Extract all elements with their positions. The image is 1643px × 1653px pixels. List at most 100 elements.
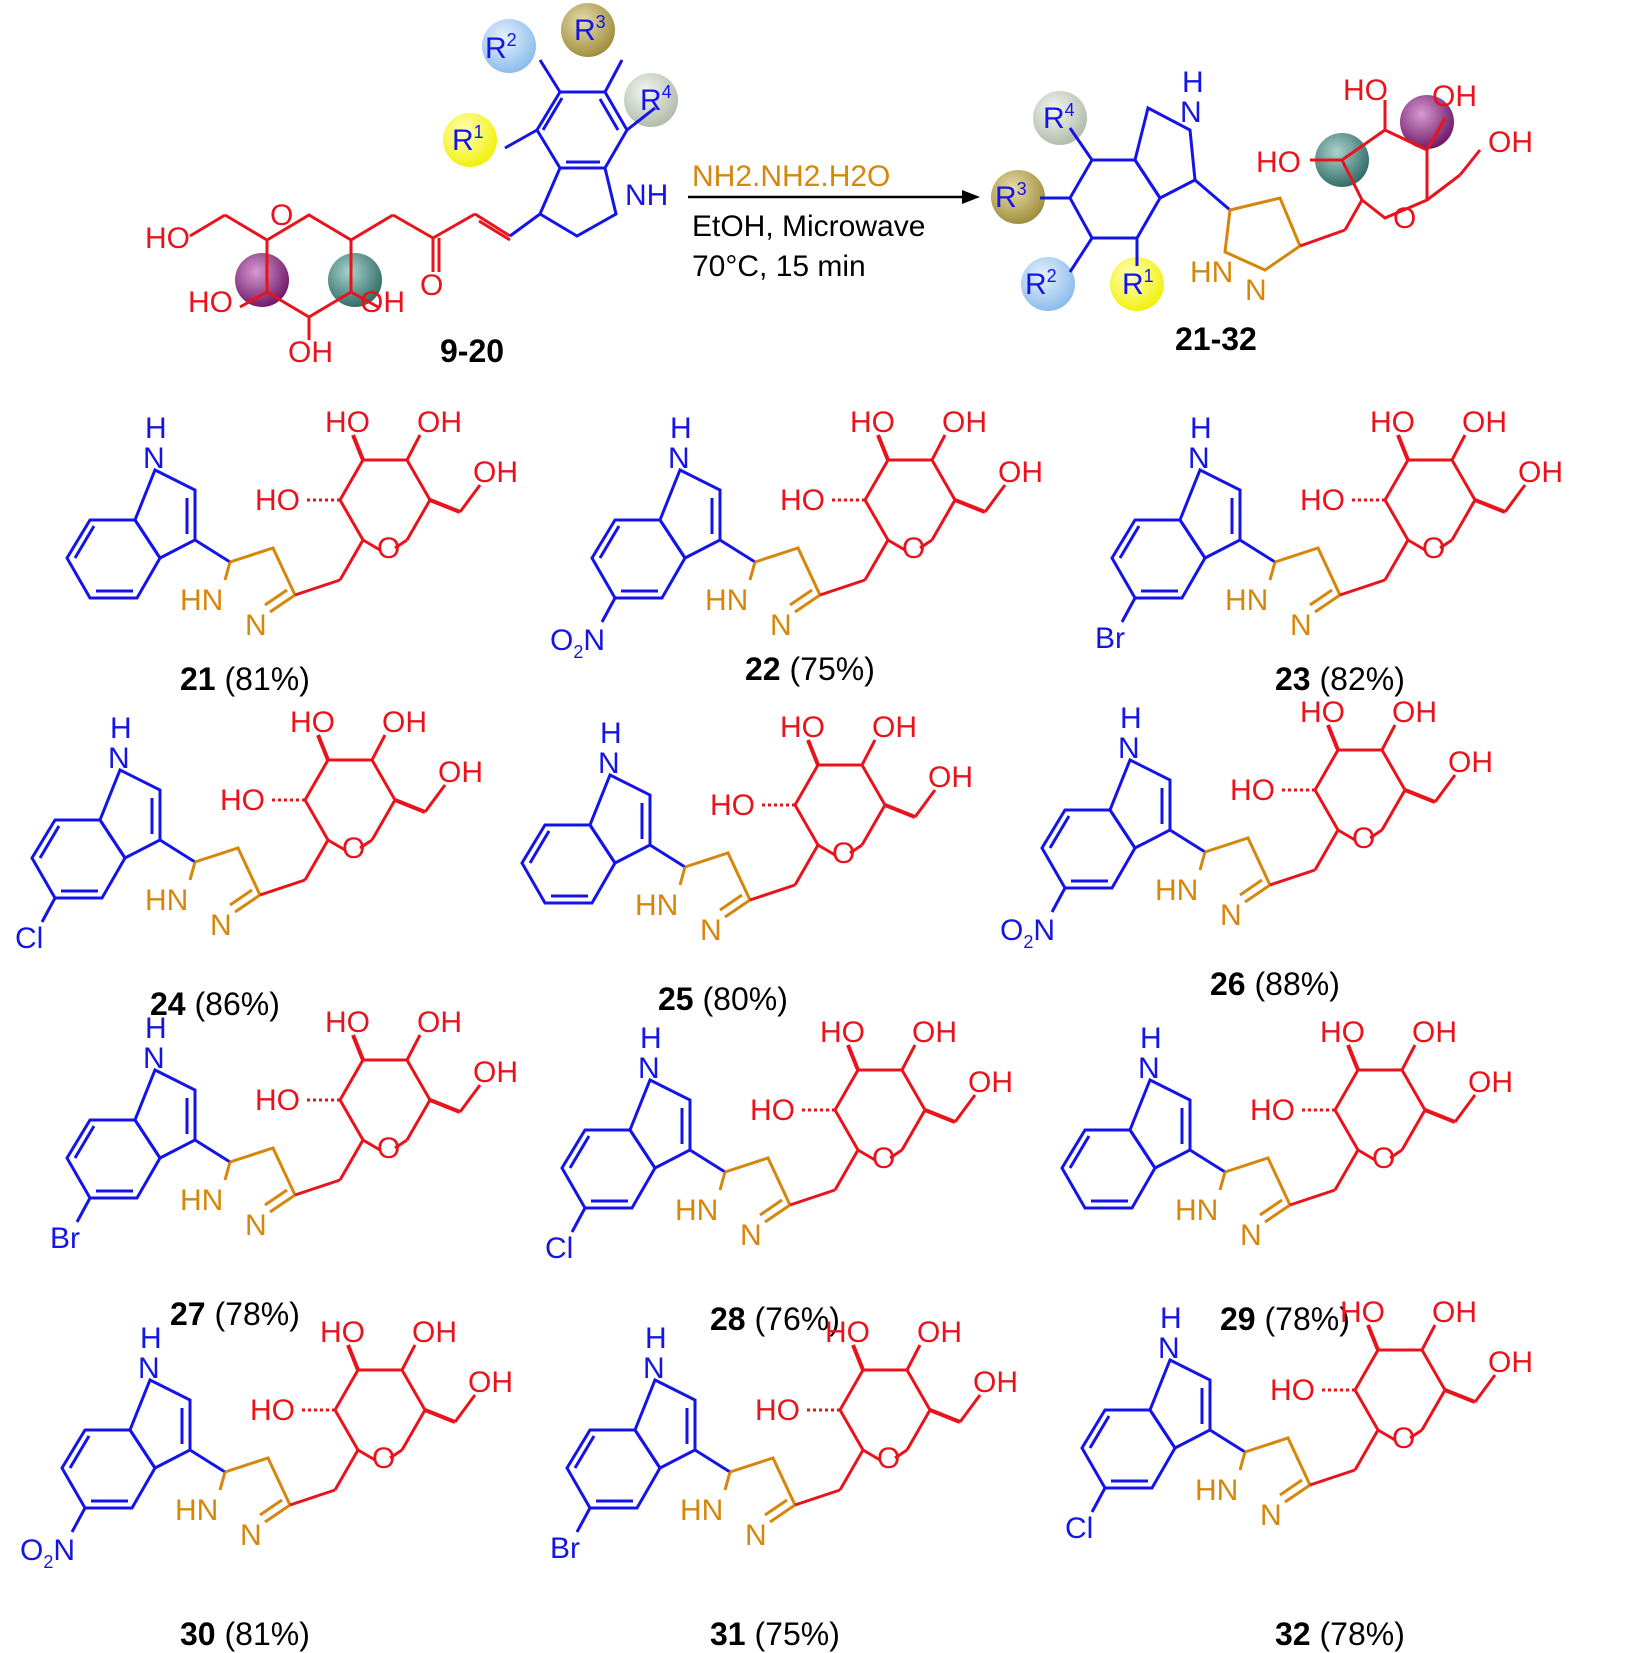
pyrrole-ring (588, 772, 652, 865)
conditions-line-1: EtOH, Microwave (692, 210, 925, 243)
double-bond (269, 593, 296, 614)
n-label: N (210, 909, 232, 942)
n-label: N (1220, 899, 1242, 932)
indole-h-label: H (600, 717, 622, 750)
pyrrole-ring (128, 1377, 192, 1470)
pyranose-ring (394, 538, 408, 550)
ho-label: HO (250, 1394, 295, 1427)
pyrazoline-ring (748, 561, 757, 581)
n-label: N (700, 914, 722, 947)
double-bond (759, 1198, 783, 1217)
double-bond (598, 525, 621, 559)
hn-label: HN (635, 889, 678, 922)
pyrrole-ring (1178, 467, 1242, 560)
hydroxyl-bond (1366, 1324, 1380, 1351)
pyranose-ring (1407, 538, 1426, 552)
chloro-label: Cl (1065, 1512, 1093, 1545)
hydroxyl-bond (1380, 724, 1397, 751)
pyrazoline-ring (229, 1146, 297, 1196)
n-label: N (1245, 274, 1267, 307)
compound-label: 31 (75%) (710, 1616, 840, 1652)
indole-n-label: N (1180, 96, 1202, 129)
ho-label: HO (710, 789, 755, 822)
benzene-ring (65, 1118, 162, 1200)
indole-h-label: H (145, 1012, 167, 1045)
r3-label: R3 (574, 12, 606, 47)
hydroxyl-bond (351, 434, 365, 461)
compound-yield: (81%) (216, 1616, 310, 1652)
ho-label: HO (255, 1084, 300, 1117)
start-compound-label: 9-20 (440, 333, 504, 369)
n-label: N (1240, 1219, 1262, 1252)
ring-o-label: O (1393, 202, 1416, 235)
double-bond (73, 1125, 96, 1159)
pyrrole-ring (628, 1077, 692, 1170)
linker-bond (189, 1448, 226, 1474)
pyranose-ring (327, 838, 346, 852)
linker-bond (819, 578, 866, 597)
nitro-group-label: O2N (1000, 914, 1055, 952)
double-bond (1309, 588, 1333, 607)
compound-number: 24 (150, 986, 186, 1022)
pyranose-ring (389, 1448, 403, 1460)
double-bond (573, 1435, 596, 1469)
compound-number: 29 (1220, 1301, 1256, 1337)
indole-h-label: H (1120, 702, 1142, 735)
ho-label: HO (1230, 774, 1275, 807)
ho-label: HO (750, 1094, 795, 1127)
hydroxyl-bond (1326, 724, 1340, 751)
double-bond (724, 898, 751, 919)
r2-ball (482, 19, 536, 73)
ring-o-label: O (270, 199, 293, 232)
enone-to-indole-bond (509, 212, 541, 238)
product-compound-label: 21-32 (1175, 321, 1257, 357)
linker-bond (1239, 538, 1276, 564)
hydroxyl-bond (1420, 1324, 1437, 1351)
substituent-bond (40, 897, 57, 923)
r3-ball (561, 3, 615, 57)
hydroxyl-bond (860, 739, 877, 766)
oh-label-2: OH (1518, 456, 1563, 489)
benzene-ring (65, 518, 162, 600)
compound-label: 25 (80%) (658, 981, 788, 1017)
ho-label: HO (1250, 1094, 1295, 1127)
oh-label-2: OH (973, 1366, 1018, 1399)
reagent-label: NH2.NH2.H2O (692, 160, 890, 193)
pyranose-ring (889, 1148, 903, 1160)
double-bond (528, 830, 551, 864)
bromo-label: Br (550, 1532, 580, 1565)
pyranose-ring (862, 1448, 881, 1462)
hn-label: HN (675, 1194, 718, 1227)
compound-yield: (78%) (206, 1296, 300, 1332)
compound-label: 23 (82%) (1275, 661, 1405, 697)
carbonyl-o-label: O (420, 269, 443, 302)
oh-label-2: OH (1488, 126, 1533, 159)
substituent-bond (75, 1197, 92, 1223)
oh-label-2: OH (1488, 1346, 1533, 1379)
ring-o-label: O (1372, 1142, 1395, 1175)
pyranose-ring (857, 1148, 876, 1162)
ho-label-2: HO (850, 406, 895, 439)
compound-label: 29 (78%) (1220, 1301, 1350, 1337)
pyrazoline-ring (723, 1471, 732, 1491)
r3-label: R3 (995, 179, 1027, 214)
ho-label-2: HO (320, 1316, 365, 1349)
indole-h-label: H (640, 1022, 662, 1055)
pyranose-ring (1357, 1148, 1376, 1162)
hydroxymethyl-bond (394, 798, 426, 814)
pyranose-ring (362, 538, 381, 552)
hydroxyl-bond (1450, 434, 1467, 461)
double-bond (68, 1435, 91, 1469)
hydroxymethyl-bond (1404, 788, 1436, 804)
indole-h-label: H (1160, 1302, 1182, 1335)
ring-o-label: O (1422, 532, 1445, 565)
compound-label: 24 (86%) (150, 986, 280, 1022)
indole-n-label: N (638, 1052, 660, 1085)
pyranose-ring (1337, 828, 1356, 842)
benzene-ring (590, 518, 687, 600)
compound-yield: (82%) (1311, 661, 1405, 697)
